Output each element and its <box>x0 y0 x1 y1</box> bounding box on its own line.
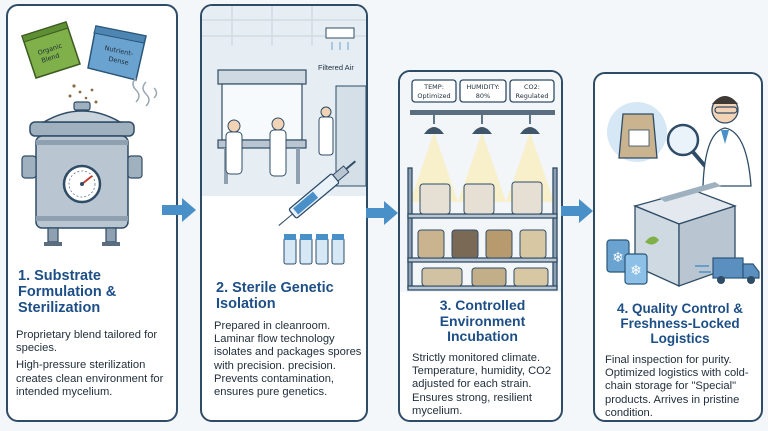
pressure-gauge-icon <box>62 164 102 204</box>
lab-worker-1 <box>225 119 243 175</box>
cold-pack-icon: ❄ ❄ <box>606 236 659 285</box>
arrow-right-icon <box>561 199 593 223</box>
lamp-rail <box>410 110 555 115</box>
step-3-description: Strictly monitored climate. Temperature,… <box>412 352 558 420</box>
spore-vials <box>283 234 345 265</box>
step-2-description: Prepared in cleanroom. Laminar flow tech… <box>214 320 364 403</box>
svg-text:CO2:: CO2: <box>524 83 540 91</box>
co2-sign: CO2: Regulated <box>509 79 555 103</box>
organic-blend-bag: Organic Blend <box>21 21 81 79</box>
syringe-icon <box>278 160 357 226</box>
quality-logistics-illustration: ❄ ❄ <box>606 96 760 288</box>
step-2-title: 2. Sterile Genetic Isolation <box>216 280 334 313</box>
step-3-title: 3. Controlled Environment Incubation <box>439 297 526 345</box>
incubation-shelves <box>407 167 558 291</box>
step-4-title: 4. Quality Control & Freshness-Locked Lo… <box>616 301 743 347</box>
step-1-text-1: Proprietary blend tailored for species. <box>16 329 158 355</box>
lab-worker-2 <box>269 117 287 177</box>
svg-text:TEMP:: TEMP: <box>423 83 444 91</box>
arrow-right-icon <box>366 201 398 225</box>
filtered-air-label: Filtered Air <box>318 63 354 72</box>
cleanroom-illustration: Filtered Air <box>202 6 366 265</box>
sterilizer-illustration: Organic Blend Nutrient- Dense <box>21 21 158 246</box>
step-1-text-2: High-pressure sterilization creates clea… <box>16 359 164 398</box>
svg-text:Regulated: Regulated <box>516 92 549 100</box>
step-4-text: Final inspection for purity. Optimized l… <box>605 354 749 419</box>
inspected-product-bag <box>607 102 667 162</box>
step-3-text: Strictly monitored climate. Temperature,… <box>412 352 552 417</box>
svg-text:❄: ❄ <box>612 250 624 266</box>
step-4-description: Final inspection for purity. Optimized l… <box>605 354 759 420</box>
svg-text:80%: 80% <box>476 92 490 100</box>
culture-containers <box>417 181 549 287</box>
svg-text:Optimized: Optimized <box>417 92 450 100</box>
arrow-right-icon <box>162 198 196 222</box>
nutrient-dense-bag: Nutrient- Dense <box>87 25 147 81</box>
steam-icon <box>132 77 158 107</box>
magnifying-glass-icon <box>666 123 707 168</box>
svg-text:❄: ❄ <box>630 263 642 279</box>
delivery-truck-icon <box>695 257 760 284</box>
step-2-text: Prepared in cleanroom. Laminar flow tech… <box>214 320 362 399</box>
quality-inspector <box>702 96 752 187</box>
step-4-panel: ❄ ❄ 4. Quality Control & Freshness-Locke… <box>593 72 763 422</box>
step-1-title: 1. Substrate Formulation & Sterilization <box>18 268 117 317</box>
svg-text:HUMIDITY:: HUMIDITY: <box>466 83 499 91</box>
lab-worker-3 <box>318 106 334 156</box>
incubation-room-illustration: TEMP: Optimized HUMIDITY: 80% CO2: Regul… <box>400 72 561 292</box>
step-2-panel: Filtered Air <box>200 4 368 422</box>
humidity-sign: HUMIDITY: 80% <box>459 79 507 103</box>
step-1-description: Proprietary blend tailored for species. … <box>16 329 174 403</box>
step-3-panel: TEMP: Optimized HUMIDITY: 80% CO2: Regul… <box>398 70 563 422</box>
step-1-panel: Organic Blend Nutrient- Dense <box>6 4 178 422</box>
filtered-air-vent-icon <box>325 27 355 50</box>
temp-sign: TEMP: Optimized <box>411 79 457 103</box>
